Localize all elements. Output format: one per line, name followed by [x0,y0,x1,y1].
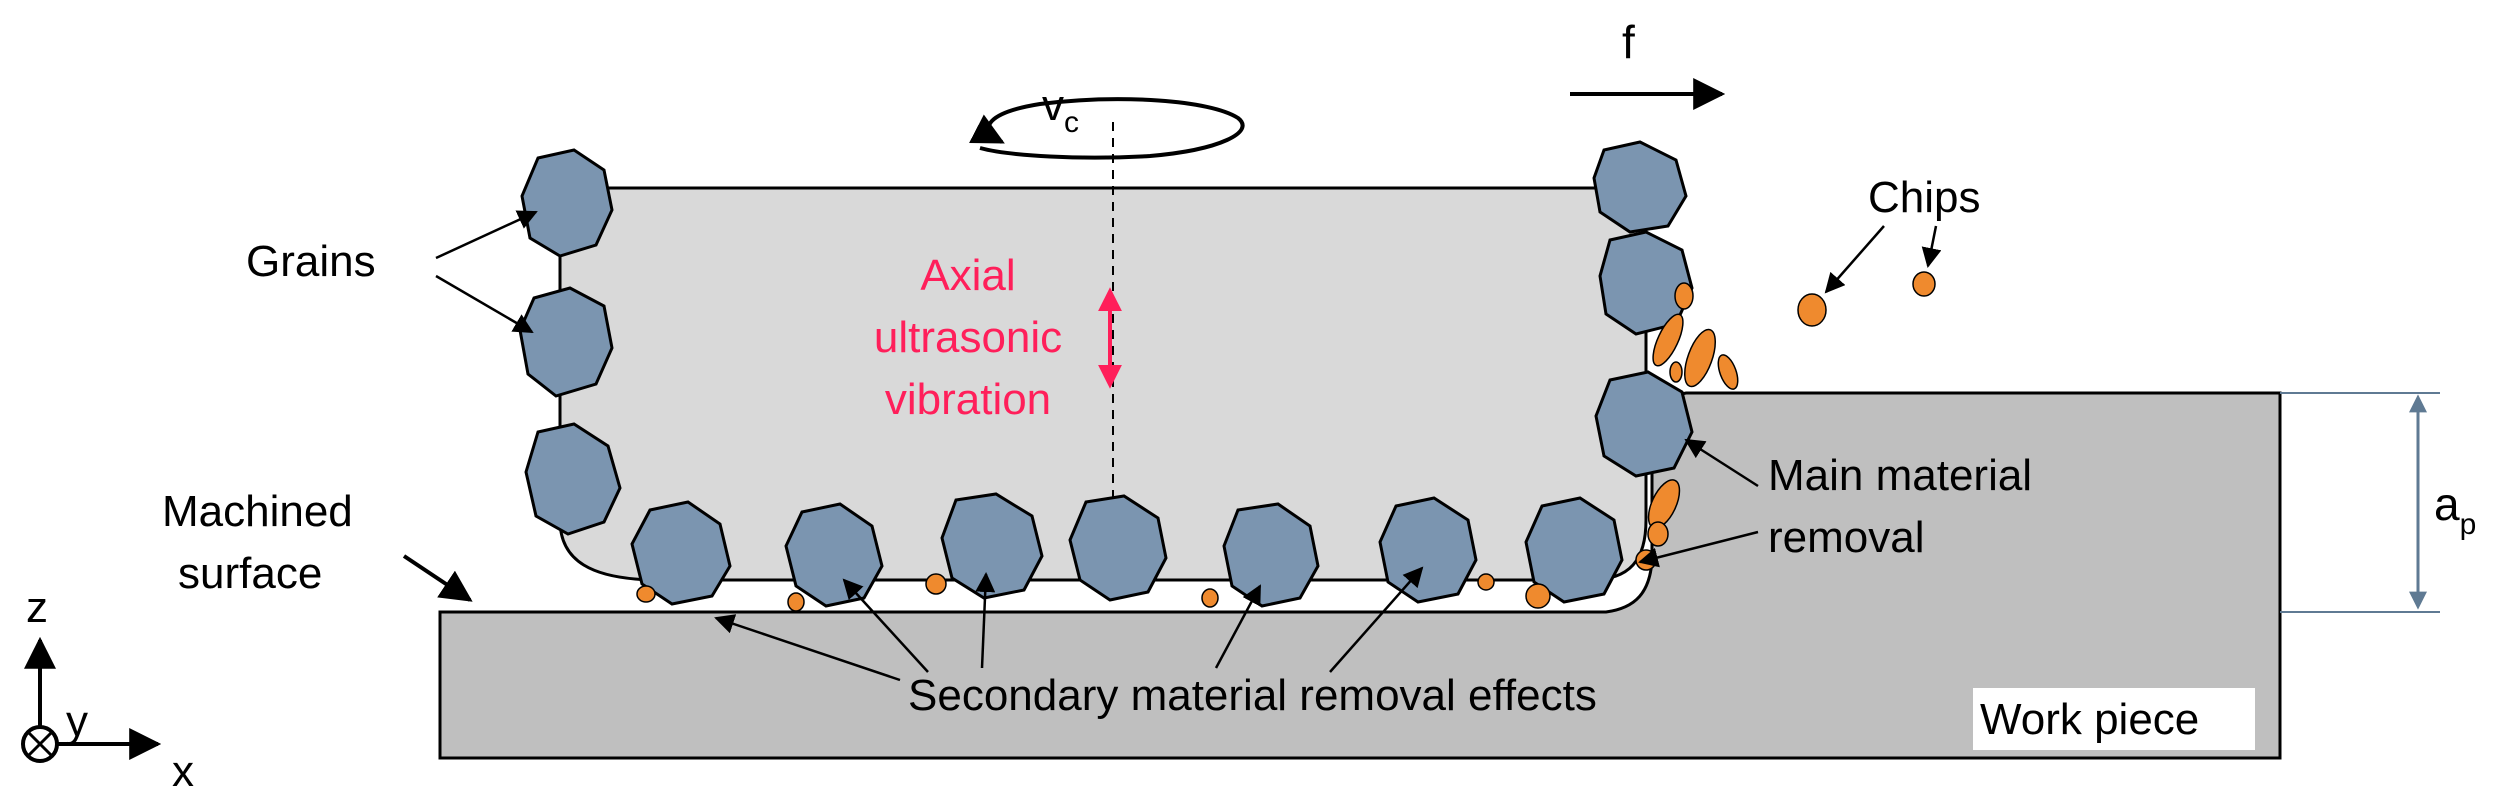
secondary-removal-annotation: Secondary material removal effects [714,566,1597,720]
coordinate-axes: z y x [21,583,194,796]
chip [1477,573,1495,591]
chip [1652,313,1684,367]
chip [925,573,947,595]
chip [636,585,656,603]
chips-pointer [1921,225,1942,268]
chips-pointer [1824,225,1885,294]
grain [1524,496,1624,604]
z-axis-label: z [26,583,48,632]
depth-of-cut-dimension: ap [2280,392,2476,613]
cutting-speed-subscript: c [1064,106,1079,139]
secondary-removal-pointer [842,578,929,673]
depth-label: ap [2434,478,2476,541]
grains-annotation: Grains [246,210,538,334]
chip [1717,354,1739,390]
x-axis-label: x [172,747,194,796]
vibration-label-line1: Axial [920,251,1015,300]
work-piece-label-box [1973,688,2255,750]
grains-pointer [435,210,538,260]
chip [1669,361,1683,383]
machined-surface-label-line2: surface [178,549,322,598]
vibration-label-line3: vibration [885,375,1051,424]
cutting-speed-symbol: v [1042,81,1064,130]
secondary-removal-pointer [1214,584,1262,669]
work-piece-label: Work piece [1980,695,2199,744]
rotation-indicator: vc [969,81,1245,160]
vibration-label-line2: ultrasonic [874,313,1062,362]
grain [518,286,614,398]
chip [1647,521,1669,547]
chip [1912,271,1936,297]
chip [1674,282,1694,310]
feed-indicator: f [1570,16,1726,110]
secondary-removal-pointer [1329,566,1424,673]
machined-surface-pointer [402,554,473,602]
rotation-arc-icon [969,97,1245,160]
secondary-removal-label: Secondary material removal effects [908,671,1597,720]
depth-subscript: p [2460,508,2477,541]
chip [1684,328,1716,388]
chips-label: Chips [1868,173,1981,222]
grain [1068,494,1168,602]
machined-surface-annotation: Machined surface [162,487,473,602]
cutting-speed-label: vc [1042,81,1079,139]
chip [1797,293,1827,327]
grain [520,148,614,258]
grain [1594,370,1694,478]
machined-surface-label-line1: Machined [162,487,353,536]
grain [524,422,622,536]
grains-label: Grains [246,237,376,286]
main-removal-pointer [1684,438,1759,488]
grains-pointer [435,274,534,334]
main-removal-label-line1: Main material [1768,451,2032,500]
chips-annotation: Chips [1824,173,1981,294]
secondary-removal-pointer [714,614,901,682]
y-axis-label: y [66,697,88,746]
depth-symbol: a [2434,478,2460,530]
feed-label: f [1622,16,1635,68]
chip [787,592,805,612]
vibration-annotation: Axial ultrasonic vibration [874,251,1122,424]
grain [1222,502,1320,608]
secondary-removal-pointer [975,572,996,669]
main-removal-label-line2: removal [1768,513,1925,562]
chip [1201,588,1219,608]
grain [1592,140,1688,234]
main-removal-pointer [1638,530,1759,568]
grain [630,500,732,606]
main-removal-annotation: Main material removal [1638,438,2032,568]
grain [940,492,1044,600]
y-axis-cross [26,730,54,758]
chip [1525,583,1551,609]
